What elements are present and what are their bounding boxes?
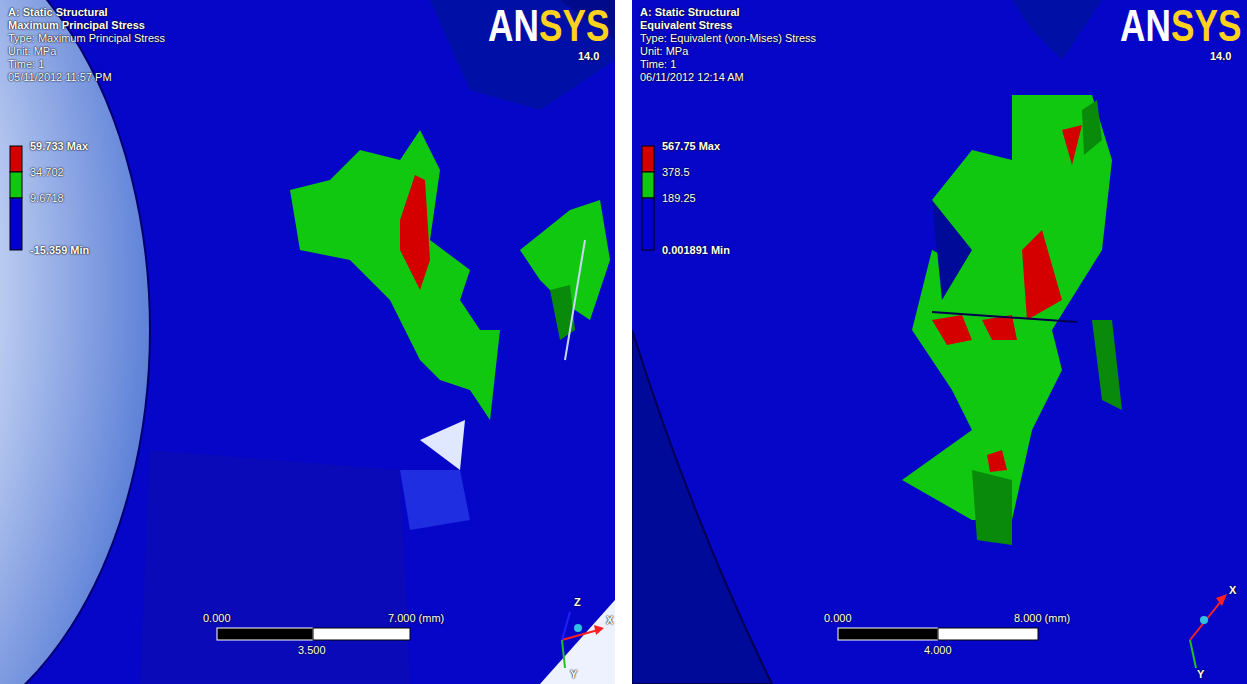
time: Time: 1 (8, 58, 44, 71)
logo-text: SYS (1171, 2, 1241, 50)
legend-value: 0.001891 Min (662, 244, 730, 257)
legend-value: 34.702 (30, 166, 64, 179)
axis-label: X (1229, 584, 1236, 597)
logo-text: SYS (539, 2, 609, 50)
scale-value: 4.000 (924, 644, 952, 657)
scale-value: 0.000 (824, 612, 852, 625)
version: 14.0 (578, 50, 599, 63)
logo-text: AN (1120, 2, 1171, 50)
version: 14.0 (1210, 50, 1231, 63)
title-line: A: Static Structural (8, 6, 108, 19)
timestamp: 06/11/2012 12:14 AM (640, 71, 744, 84)
logo-text: AN (488, 2, 539, 50)
axis-label: Y (570, 668, 577, 681)
unit: Unit: MPa (640, 45, 688, 58)
legend-value: 567.75 Max (662, 140, 720, 153)
legend-value: 189.25 (662, 192, 696, 205)
scale-value: 7.000 (mm) (388, 612, 444, 625)
legend-value: -15.359 Min (30, 244, 89, 257)
result-type: Type: Equivalent (von-Mises) Stress (640, 32, 816, 45)
result-type: Type: Maximum Principal Stress (8, 32, 165, 45)
legend-value: 59.733 Max (30, 140, 88, 153)
result-name: Equivalent Stress (640, 19, 732, 32)
axis-label: X (606, 614, 613, 627)
scale-value: 0.000 (203, 612, 231, 625)
axis-label: Z (574, 596, 581, 609)
axis-label: Y (1197, 668, 1204, 681)
scale-value: 8.000 (mm) (1014, 612, 1070, 625)
title-line: A: Static Structural (640, 6, 740, 19)
legend-value: 9.6718 (30, 192, 64, 205)
result-name: Maximum Principal Stress (8, 19, 145, 32)
principal-stress-plot (0, 0, 615, 684)
time: Time: 1 (640, 58, 676, 71)
equivalent-stress-plot (632, 0, 1247, 684)
timestamp: 05/11/2012 11:57 PM (8, 71, 112, 84)
scale-value: 3.500 (298, 644, 326, 657)
unit: Unit: MPa (8, 45, 56, 58)
legend-value: 378.5 (662, 166, 690, 179)
